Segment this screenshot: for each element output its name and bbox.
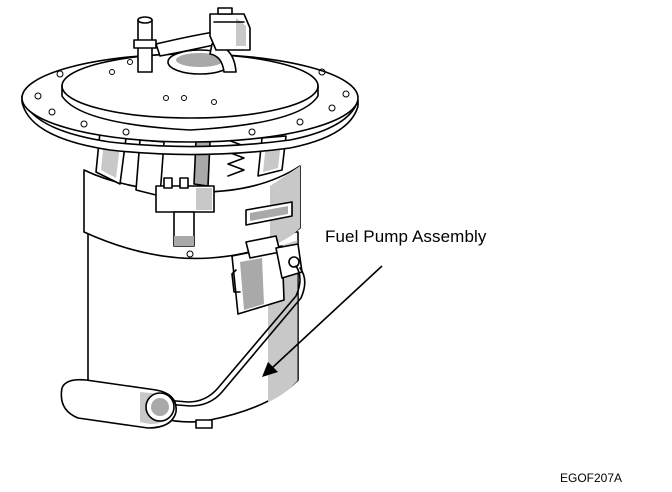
mounting-flange: [21, 53, 359, 156]
callout-label: Fuel Pump Assembly: [325, 227, 487, 246]
fuel-outlet-pipe: [133, 16, 237, 75]
electrical-connector-top: [209, 7, 251, 51]
float-arm: [163, 265, 306, 407]
fuel-level-sender: [231, 235, 303, 315]
fuel-float: [60, 378, 177, 429]
callout-leader-arrow: [262, 265, 383, 377]
figure-code: EGOF207A: [560, 471, 623, 485]
harness-plug: [155, 177, 215, 258]
base-foot: [195, 419, 213, 429]
